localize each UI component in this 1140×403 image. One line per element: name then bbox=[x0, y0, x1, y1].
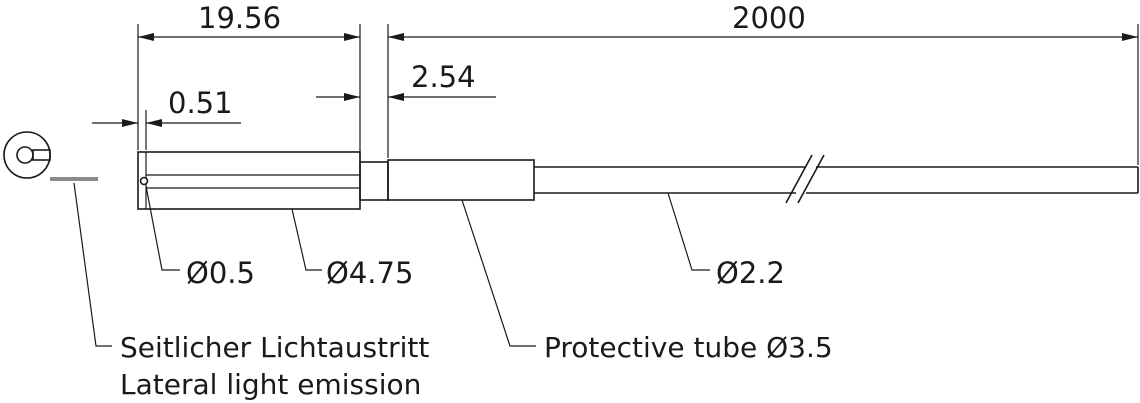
leader-line bbox=[73, 182, 112, 347]
extension-lines bbox=[137, 24, 1139, 165]
dimension-tube-offset: 2.54 bbox=[316, 60, 496, 101]
arrowhead-right bbox=[344, 93, 360, 101]
break-mark-left bbox=[785, 154, 813, 204]
leader-line bbox=[667, 192, 710, 271]
protective-tube bbox=[387, 159, 535, 201]
end-view-slot bbox=[32, 149, 51, 161]
emitter-dot bbox=[139, 176, 149, 186]
dimension-overall-length: 2000 bbox=[388, 1, 1138, 41]
arrowhead-right bbox=[344, 33, 360, 41]
dimension-tip-offset: 0.51 bbox=[92, 86, 241, 127]
leader-line bbox=[461, 199, 536, 347]
callout-protective-tube: Protective tube Ø3.5 bbox=[461, 199, 833, 364]
callout-cable-diameter: Ø2.2 bbox=[667, 192, 785, 290]
dim-label-sensor-length: 19.56 bbox=[198, 1, 281, 35]
leader-line bbox=[291, 208, 322, 271]
cable bbox=[534, 154, 1139, 204]
break-mark-right bbox=[797, 154, 825, 204]
arrowhead-left bbox=[146, 119, 162, 127]
dim-label-tube-offset: 2.54 bbox=[411, 60, 476, 94]
arrowhead-left bbox=[388, 93, 404, 101]
dim-label-overall-length: 2000 bbox=[732, 1, 806, 35]
arrowhead-right bbox=[122, 119, 138, 127]
callout-label-lateral-emission-de: Seitlicher Lichtaustritt bbox=[120, 331, 429, 364]
sensor-head bbox=[137, 151, 361, 210]
callout-lateral-emission: Seitlicher Lichtaustritt Lateral light e… bbox=[73, 182, 429, 401]
end-view-outer-circle bbox=[3, 131, 51, 179]
callout-sensor-diameter: Ø4.75 bbox=[291, 208, 413, 290]
callout-label-cable-diameter: Ø2.2 bbox=[716, 256, 785, 290]
arrowhead-left bbox=[388, 33, 404, 41]
dimension-sensor-length: 19.56 bbox=[138, 1, 360, 41]
callout-label-protective-tube: Protective tube Ø3.5 bbox=[544, 331, 833, 364]
sensor-body bbox=[137, 151, 361, 210]
arrowhead-right bbox=[1122, 33, 1138, 41]
callout-label-emitter-diameter: Ø0.5 bbox=[186, 256, 255, 290]
neck-section bbox=[359, 161, 389, 201]
callout-label-lateral-emission-en: Lateral light emission bbox=[120, 368, 421, 401]
callout-label-sensor-diameter: Ø4.75 bbox=[326, 256, 413, 290]
dim-label-tip-offset: 0.51 bbox=[168, 86, 233, 120]
leader-line bbox=[145, 185, 180, 271]
arrowhead-left bbox=[138, 33, 154, 41]
end-view-inner-circle bbox=[16, 146, 34, 164]
end-view bbox=[3, 131, 98, 181]
callout-emitter-diameter: Ø0.5 bbox=[145, 185, 255, 290]
